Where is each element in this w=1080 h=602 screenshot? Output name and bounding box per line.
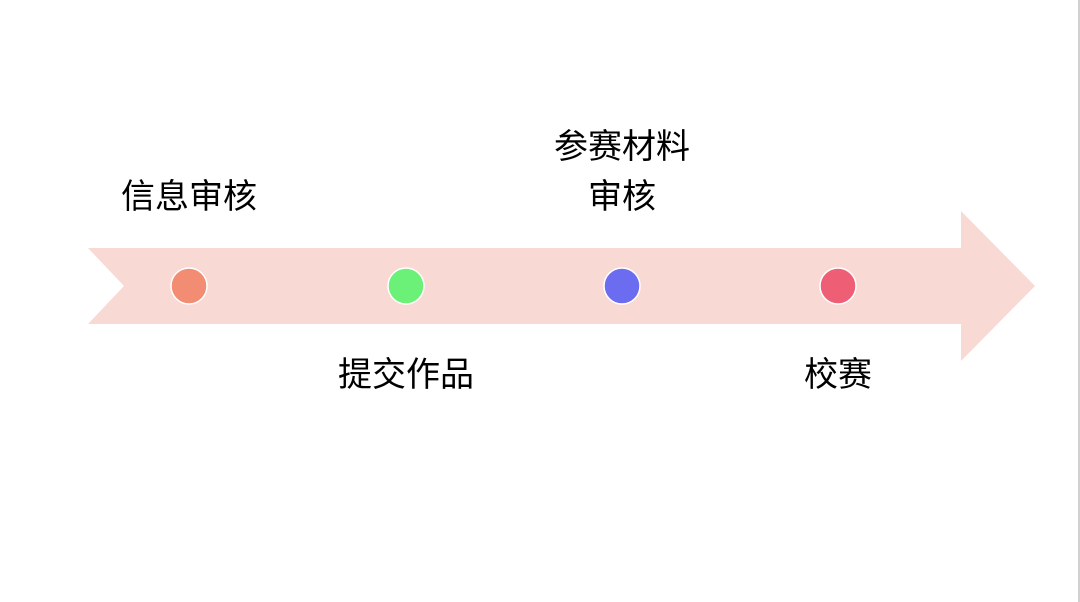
- step-dot-1: [170, 267, 208, 305]
- step-label-3: 参赛材料审核: [554, 127, 690, 217]
- step-label-2: 提交作品: [338, 355, 474, 395]
- slide-edge: [1078, 0, 1080, 602]
- step-dot-4: [819, 267, 857, 305]
- step-dot-3: [603, 267, 641, 305]
- timeline-arrow: [88, 211, 1035, 361]
- step-label-1: 信息审核: [121, 177, 257, 217]
- step-label-4: 校赛: [804, 355, 872, 395]
- step-dot-2: [387, 267, 425, 305]
